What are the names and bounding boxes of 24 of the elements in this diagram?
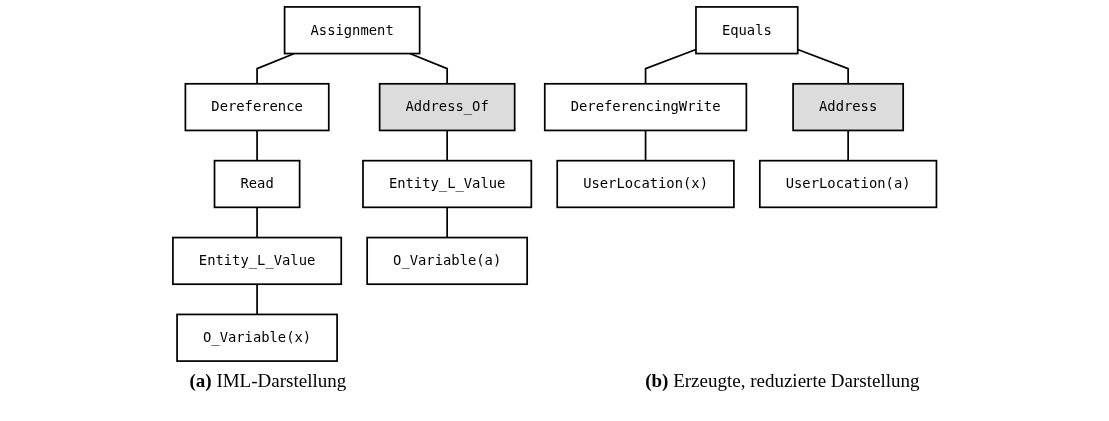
- connector: [644, 129, 647, 162]
- connector: [256, 52, 296, 85]
- node-box: O_Variable(a): [366, 236, 528, 286]
- node-box: Dereference: [184, 82, 330, 132]
- node-box: DereferencingWrite: [543, 82, 748, 132]
- node-box: UserLocation(x): [556, 159, 735, 209]
- connector: [446, 129, 448, 162]
- node-box: Assignment: [283, 6, 421, 55]
- connector: [408, 52, 448, 85]
- connector: [256, 283, 258, 316]
- connector: [847, 129, 849, 162]
- connector: [256, 206, 258, 239]
- node-box: Entity_L_Value: [171, 236, 342, 286]
- connector: [256, 129, 258, 162]
- node-box: UserLocation(a): [758, 159, 938, 209]
- node-box: Address_Of: [378, 82, 516, 132]
- node-box: Equals: [694, 6, 799, 55]
- node-box: Entity_L_Value: [361, 159, 532, 209]
- node-box: Address: [792, 82, 904, 132]
- figure-caption: (a) IML-Darstellung: [189, 370, 347, 392]
- connector: [446, 206, 448, 239]
- figure-caption: (b) Erzeugte, reduzierte Darstellung: [645, 370, 920, 392]
- node-box: O_Variable(x): [176, 313, 338, 362]
- node-box: Read: [213, 159, 301, 209]
